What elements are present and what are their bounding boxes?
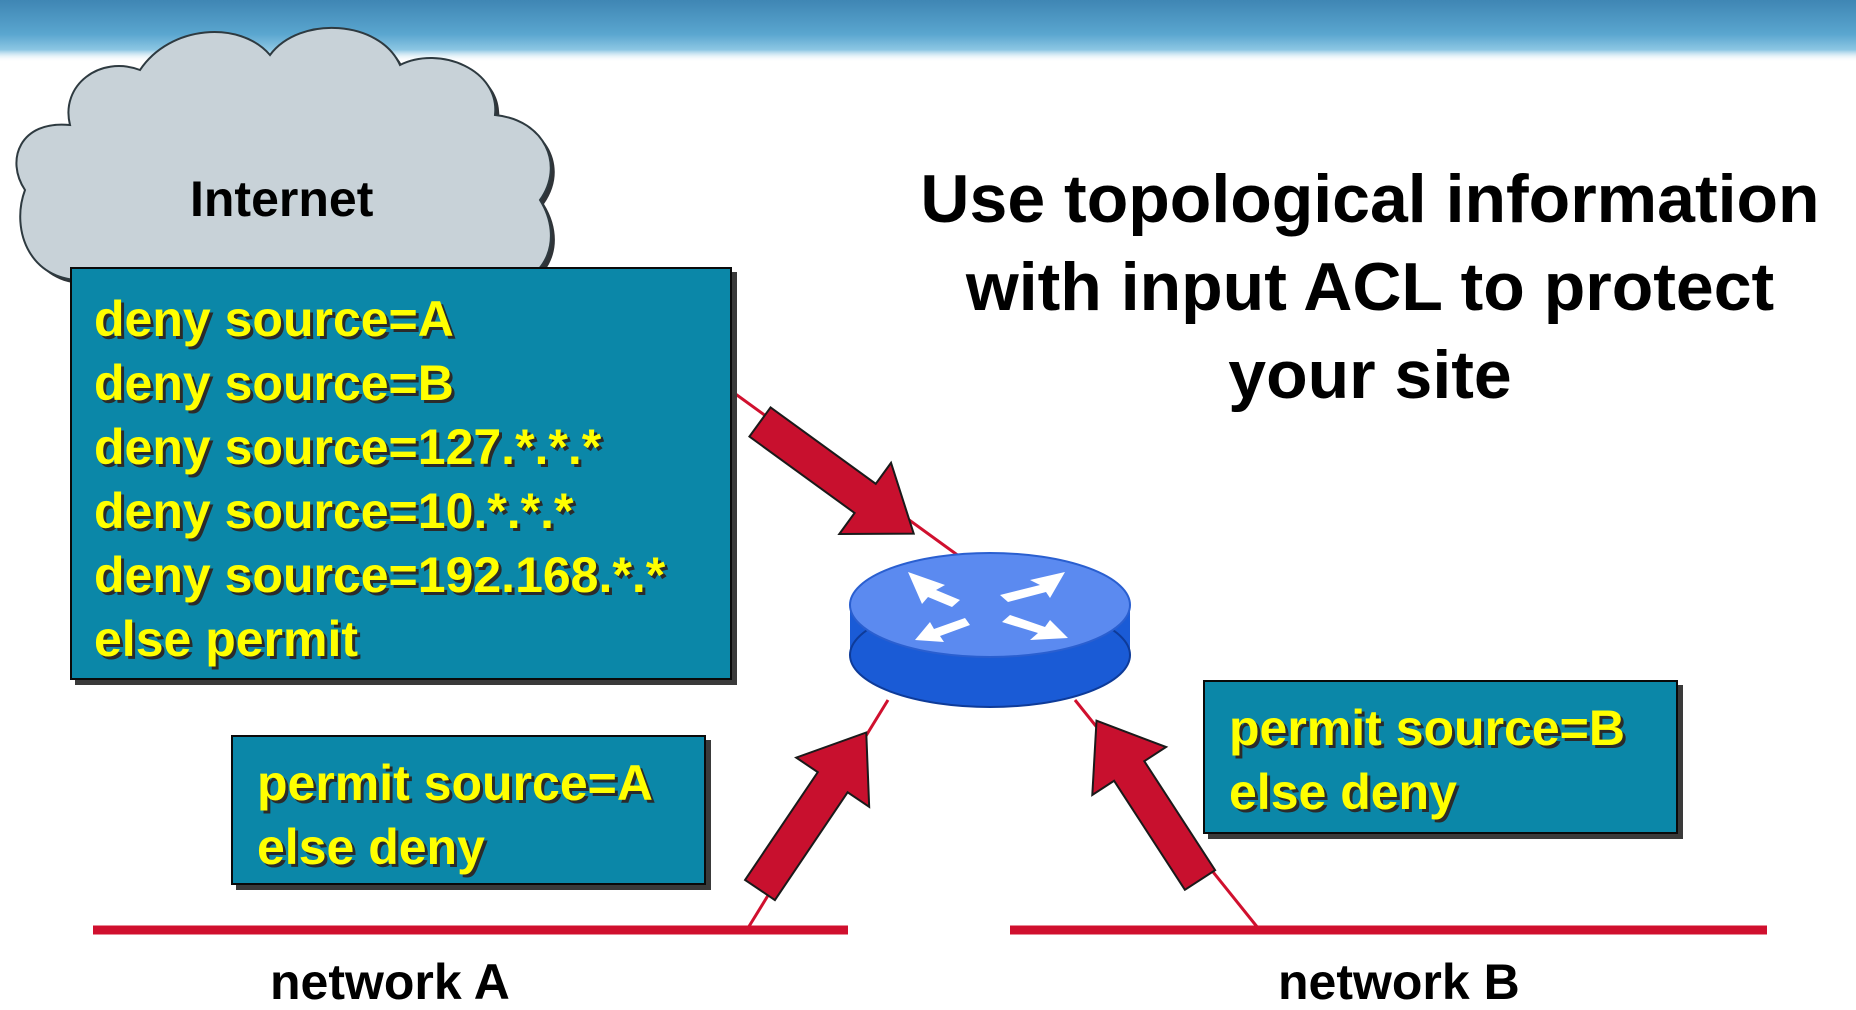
- arrow-icon: [1091, 719, 1217, 892]
- arrow-icon: [743, 731, 871, 902]
- acl-rule: else deny: [257, 819, 485, 875]
- acl-internet-box: deny source=A deny source=B deny source=…: [70, 267, 732, 680]
- acl-rule: else deny: [1229, 764, 1457, 820]
- acl-rule: else permit: [94, 611, 359, 667]
- acl-rule: deny source=10.*.*.*: [94, 483, 574, 539]
- router-icon: [849, 552, 1131, 708]
- title-line-3: your site: [1228, 337, 1512, 413]
- slide-title: Use topological information with input A…: [880, 155, 1856, 419]
- acl-rule: deny source=A: [94, 291, 454, 347]
- acl-rule: permit source=B: [1229, 700, 1625, 756]
- title-line-1: Use topological information: [920, 161, 1820, 237]
- acl-rule: permit source=A: [257, 755, 653, 811]
- network-a-label: network A: [270, 954, 510, 1010]
- network-b-label: network B: [1278, 954, 1520, 1010]
- acl-rule: deny source=192.168.*.*: [94, 547, 666, 603]
- cloud-icon: [15, 26, 555, 290]
- title-line-2: with input ACL to protect: [965, 249, 1775, 325]
- acl-rule: deny source=127.*.*.*: [94, 419, 602, 475]
- acl-rule: deny source=B: [94, 355, 454, 411]
- arrow-icon: [748, 406, 916, 536]
- internet-label: Internet: [190, 171, 374, 227]
- acl-network-b-box: permit source=B else deny: [1203, 680, 1678, 834]
- acl-network-a-box: permit source=A else deny: [231, 735, 706, 885]
